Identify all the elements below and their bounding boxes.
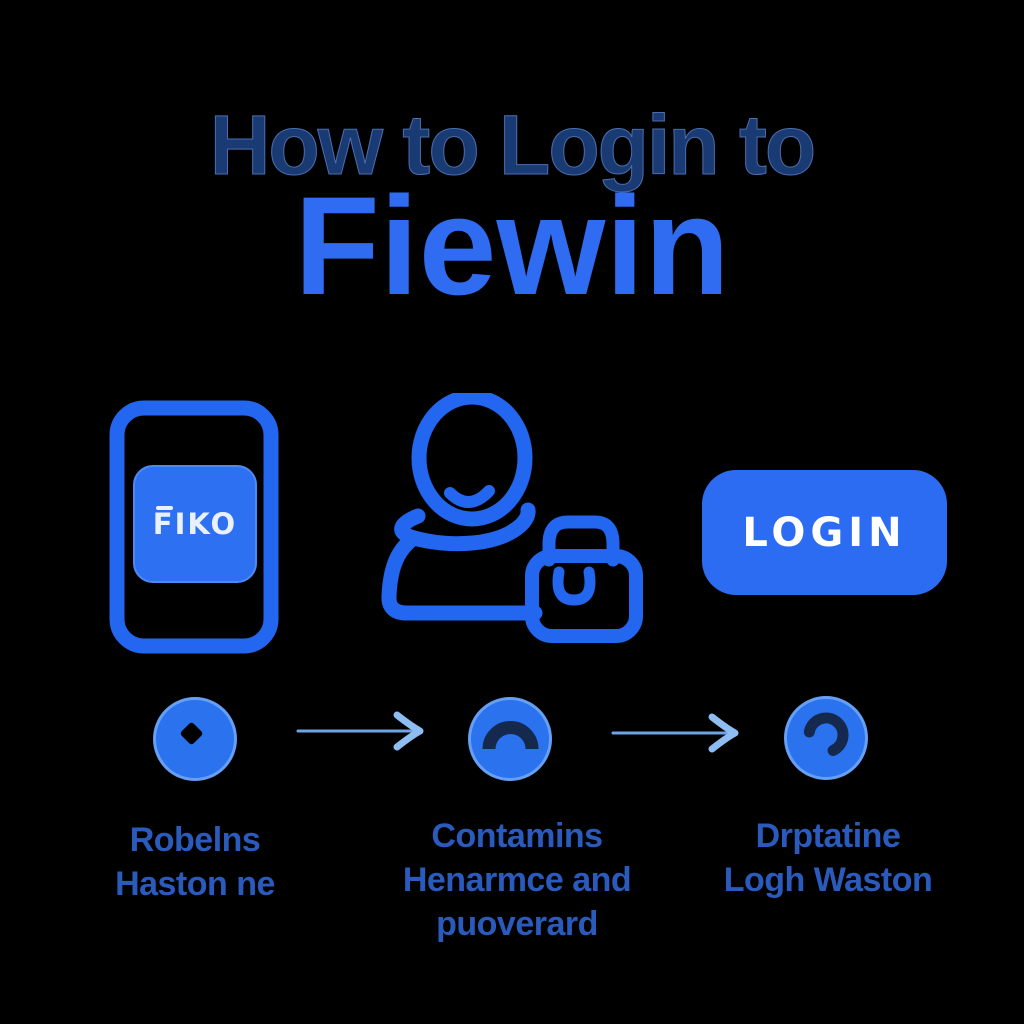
phone-icon: FIKO xyxy=(108,399,280,655)
caption-line: Contamins xyxy=(431,817,603,855)
caption-line: Logh Waston xyxy=(723,861,933,899)
padlock-keyhole xyxy=(552,566,596,606)
step-caption-2: Contamins Henarmce and puoverard xyxy=(367,814,667,946)
macron-bar xyxy=(156,506,173,510)
caption-line: Robelns xyxy=(129,821,261,859)
step1-diamond-icon xyxy=(153,697,237,781)
page-title: How to Login to xyxy=(209,98,816,192)
padlock-shackle xyxy=(542,515,620,567)
phone-frame-icon xyxy=(109,400,279,654)
person-torso-right xyxy=(406,502,536,552)
login-button[interactable]: LOGIN xyxy=(702,470,947,595)
brand-title: Fiewin xyxy=(294,167,730,324)
user-lock-icon xyxy=(381,393,643,643)
person-head xyxy=(411,393,533,527)
step3-hook-icon xyxy=(784,696,868,780)
arrow-right-icon xyxy=(296,711,424,751)
caption-line: Drptatine xyxy=(755,817,901,855)
login-button-label: LOGIN xyxy=(742,509,907,556)
caption-line: Haston ne xyxy=(115,865,275,903)
person-torso-left xyxy=(381,508,543,621)
caption-line: Henarmce and xyxy=(402,861,632,899)
app-tile: FIKO xyxy=(133,465,257,583)
padlock-body xyxy=(525,549,643,643)
step-caption-1: Robelns Haston ne xyxy=(45,818,345,906)
step2-arch-icon xyxy=(468,697,552,781)
step-caption-3: Drptatine Logh Waston xyxy=(678,814,978,902)
person-smile xyxy=(444,485,495,508)
arrow-right-icon xyxy=(611,713,739,753)
caption-line: puoverard xyxy=(436,905,598,943)
app-tile-label: FIKO xyxy=(152,507,238,541)
